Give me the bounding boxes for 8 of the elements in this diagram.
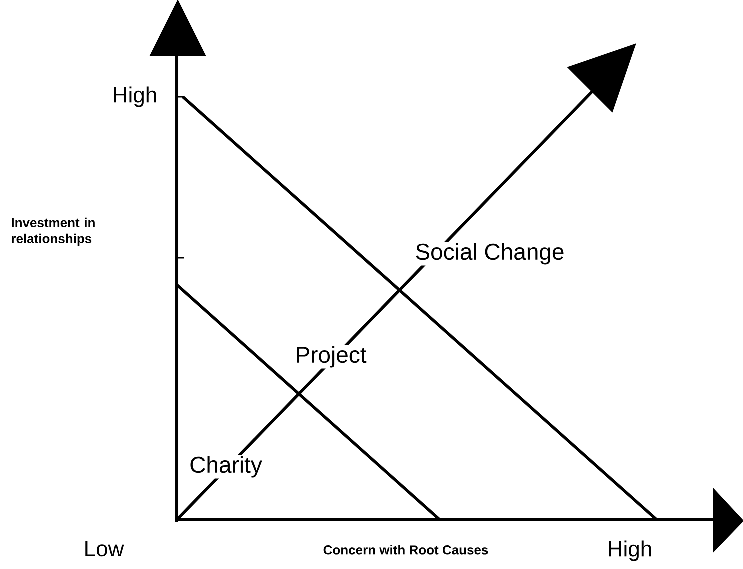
axis-label: High [114, 86, 156, 108]
region-label: Charity [188, 455, 264, 479]
axis-label: High [609, 540, 652, 562]
axis-label: Low [86, 541, 124, 557]
region-label: Social Change [414, 242, 566, 266]
region-label: Project [294, 345, 368, 369]
axis-title: Concern with Root Causes [324, 545, 488, 555]
axis-title: Investment in relationships [12, 218, 95, 246]
